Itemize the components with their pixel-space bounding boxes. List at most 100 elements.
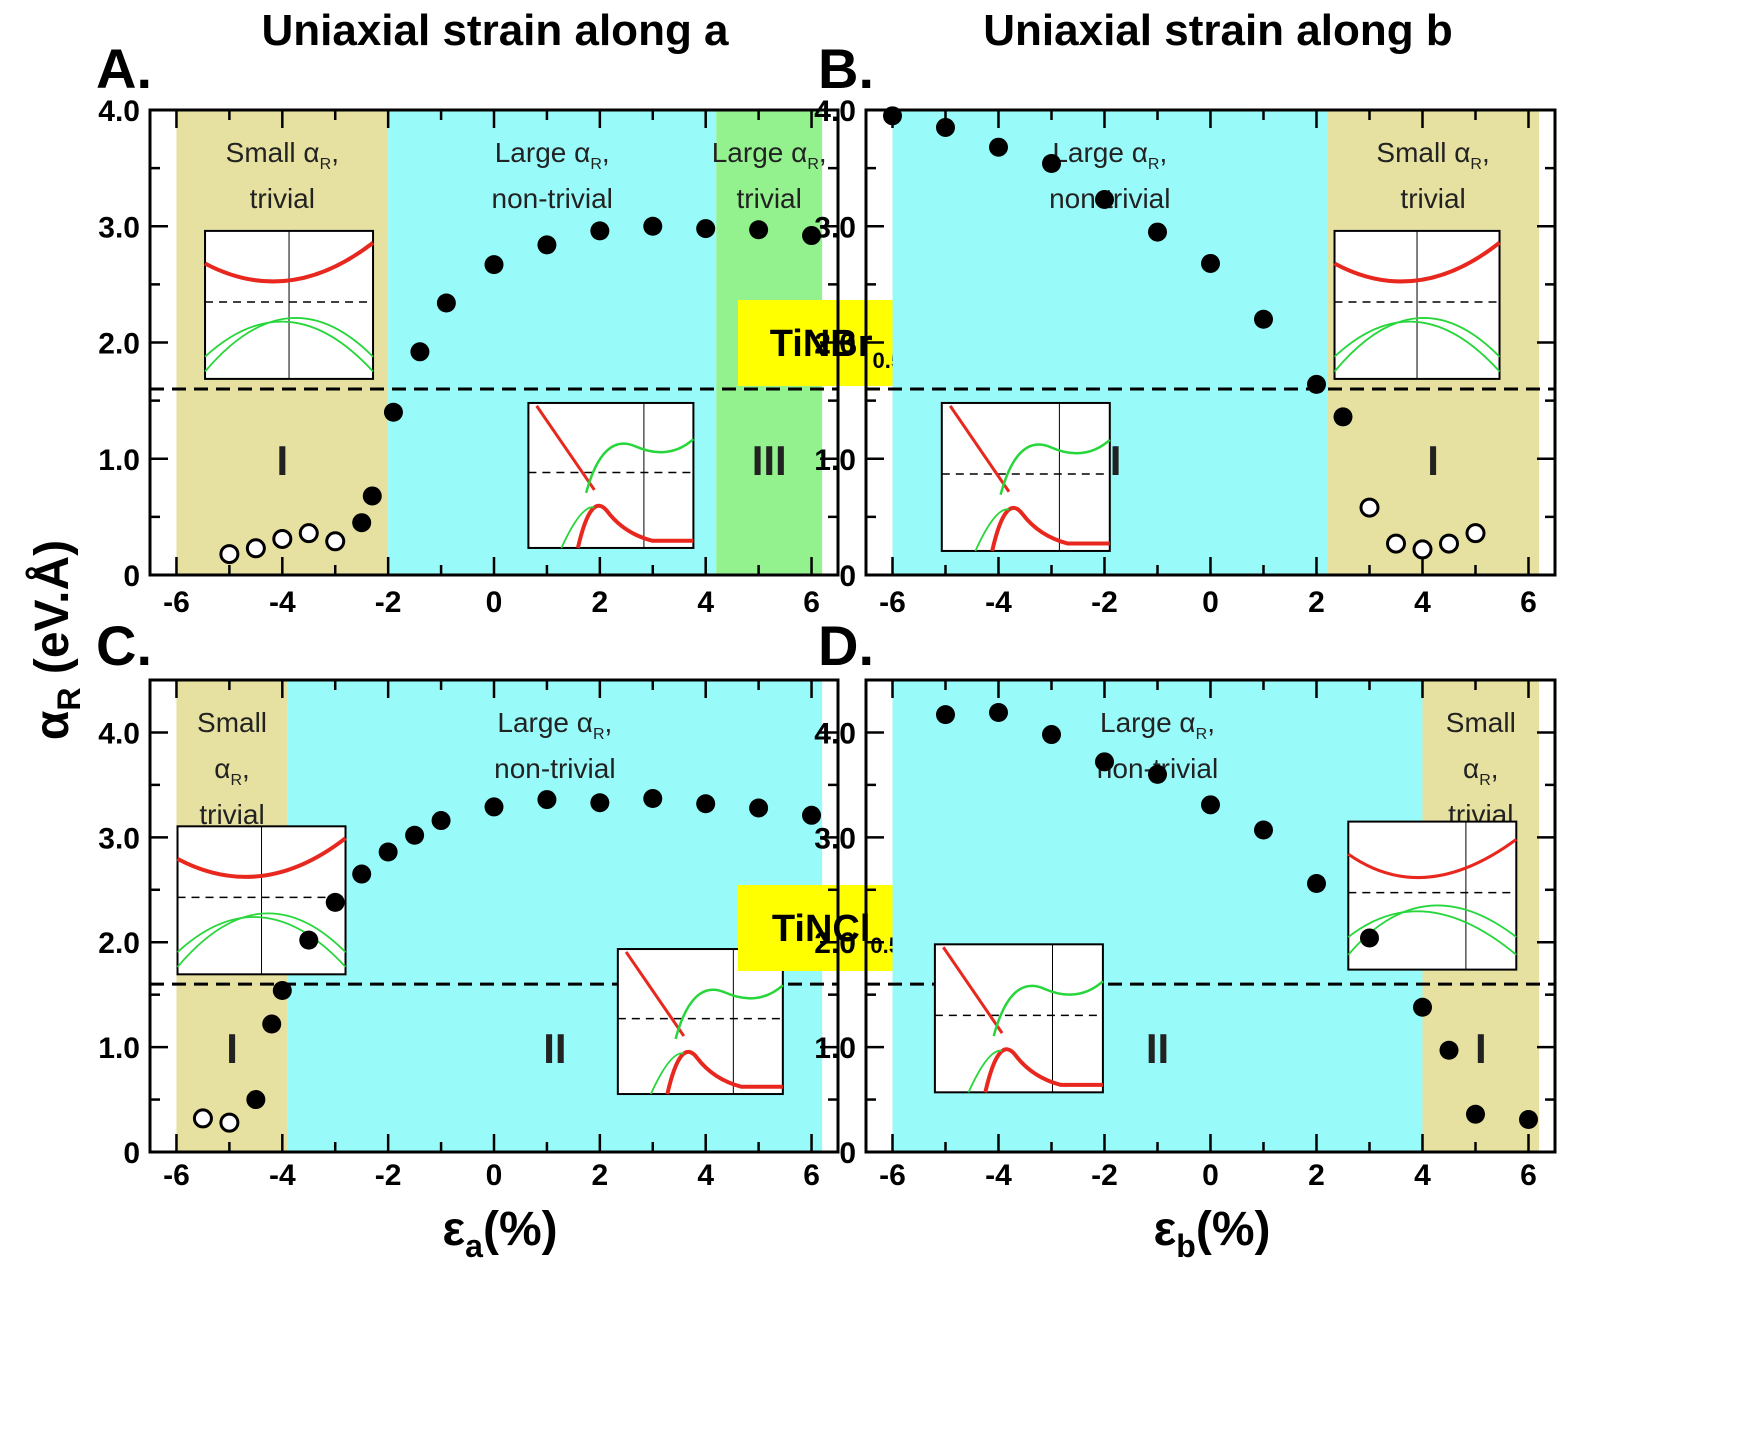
valence-band-curve [176,916,347,968]
conduction-band-curve [176,836,347,879]
region-label: Large αR, [1100,707,1215,743]
inverted-band-curve [674,984,784,1040]
data-point-filled [1360,928,1379,948]
y-tick-label: 3.0 [814,211,856,244]
region-label: non-trivial [492,183,613,214]
data-point-filled [1148,764,1167,784]
valence-band-curve [665,1050,783,1095]
x-tick-label: 0 [486,1159,503,1192]
valence-band-curve [560,506,595,549]
data-point-filled [696,794,716,814]
data-point-filled [936,705,955,725]
data-point-filled [272,980,292,1000]
data-point-filled [262,1014,282,1034]
x-tick-label: -2 [1091,1159,1118,1192]
y-tick-label: 2.0 [98,927,140,960]
y-tick-label: 4.0 [814,717,856,750]
x-tick-label: 2 [592,1159,609,1192]
region-label: Small αR, [1376,137,1489,173]
conduction-band-curve [1333,241,1501,284]
inverted-band-curve [999,439,1111,496]
data-point-filled [590,221,610,241]
data-point-filled [1466,1104,1485,1124]
band-inset-0 [176,825,347,976]
data-point-filled [883,106,902,126]
y-tick-label: 0 [839,560,856,593]
x-tick-label: -4 [985,586,1012,619]
panel-d: Large αR,non-trivialIISmallαR,trivialI01… [814,678,1557,1192]
data-point-filled [1095,752,1114,772]
data-point-filled [1042,725,1061,745]
conduction-band-curve [948,405,1011,493]
data-point-filled [1095,190,1114,210]
data-point-filled [989,137,1008,157]
data-point-filled [1307,374,1326,394]
band-inset-1 [933,943,1104,1094]
y-tick-label: 0 [839,1137,856,1170]
y-tick-label: 1.0 [814,444,856,477]
data-point-filled [352,513,372,533]
x-tick-label: -4 [269,586,296,619]
x-tick-label: 4 [697,586,714,619]
y-tick-label: 1.0 [98,444,140,477]
y-tick-label: 2.0 [814,927,856,960]
data-point-filled [1413,997,1432,1017]
inverted-band-curve [584,438,695,494]
data-point-open [219,1112,240,1133]
valence-band-curve [1333,317,1501,373]
valence-band-curve [650,1052,685,1095]
y-axis-label: αR (eV.Å) [25,540,87,740]
y-tick-label: 0 [123,1137,140,1170]
data-point-open [325,531,346,552]
data-point-filled [1519,1109,1538,1129]
region-numeral: II [1146,1025,1169,1072]
data-point-open [1359,497,1380,518]
title-strain-b: Uniaxial strain along b [983,6,1452,55]
x-tick-label: -4 [985,1159,1012,1192]
data-point-filled [802,805,822,825]
valence-band-curve [974,508,1010,552]
data-point-filled [802,226,822,246]
data-point-open [245,538,266,559]
y-tick-label: 4.0 [98,717,140,750]
y-tick-label: 1.0 [814,1032,856,1065]
data-point-filled [436,293,456,313]
data-point-open [1465,523,1486,544]
data-point-open [1386,533,1406,554]
data-point-filled [431,811,451,831]
band-inset-0 [1333,229,1501,380]
band-inset-frame [527,401,695,549]
band-inset-1 [616,948,784,1096]
valence-band-curve [575,503,694,549]
data-point-filled [484,797,504,817]
x-tick-label: -2 [375,1159,402,1192]
data-point-filled [1042,153,1061,173]
panel-label: A. [96,37,152,100]
y-tick-label: 2.0 [98,328,140,361]
x-tick-label: -2 [1091,586,1118,619]
region-numeral: III [752,437,787,484]
inverted-band-curve [992,980,1104,1037]
y-tick-label: 3.0 [814,822,856,855]
x-tick-label: 4 [1414,1159,1431,1192]
y-tick-label: 0 [123,560,140,593]
panel-label: B. [818,37,874,100]
panel-label: C. [96,614,152,677]
band-inset-1 [527,401,695,549]
region-numeral: I [1475,1025,1487,1072]
data-point-filled [1439,1040,1459,1060]
x-tick-label: -6 [163,586,190,619]
x-tick-label: 4 [1414,586,1431,619]
region-label: Large αR, [495,137,610,173]
x-tick-label: 0 [1202,1159,1219,1192]
band-inset-0 [1347,820,1518,971]
data-point-open [298,523,319,544]
y-axis-label-text: αR (eV.Å) [25,540,87,740]
conduction-band-curve [204,241,375,284]
x-tick-label: 0 [1202,586,1219,619]
data-point-filled [537,790,557,810]
valence-band-curve [967,1049,1003,1093]
data-point-filled [1201,795,1220,815]
